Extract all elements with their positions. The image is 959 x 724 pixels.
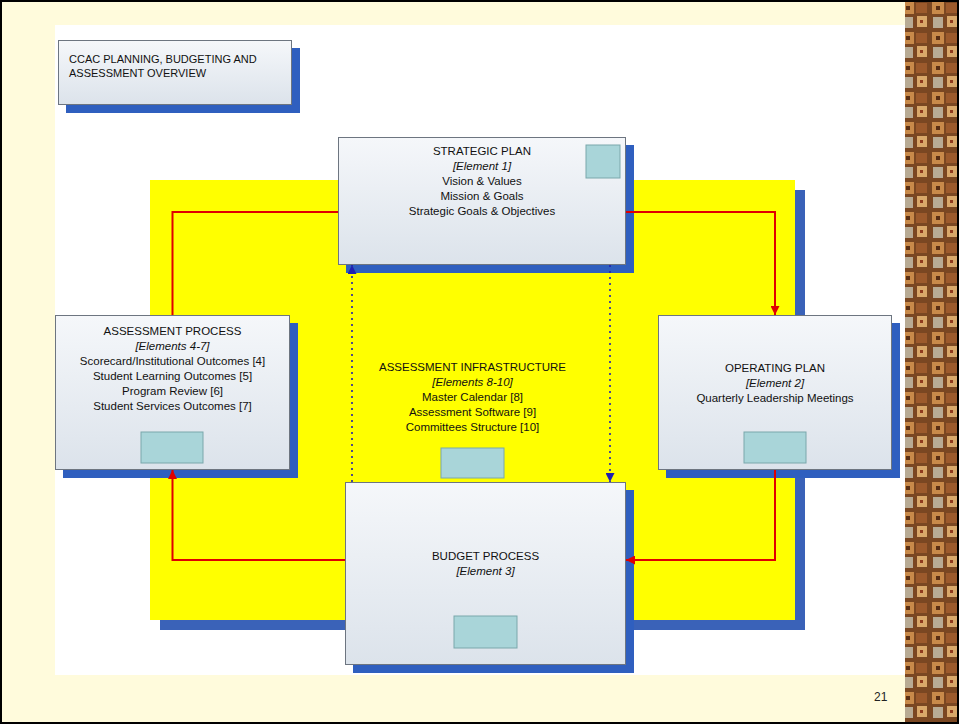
box-heading: BUDGET PROCESS: [432, 549, 539, 564]
placeholder-tile: [441, 448, 504, 478]
dotted-connector: [609, 265, 611, 482]
box-item: Student Services Outcomes [7]: [93, 399, 252, 414]
process-box: ASSESSMENT PROCESS[Elements 4-7]Scorecar…: [55, 315, 290, 470]
box-item: Master Calendar [8]: [422, 390, 523, 405]
box-item: Mission & Goals: [440, 189, 523, 204]
flow-arrow: [626, 470, 775, 560]
flow-arrow: [626, 212, 775, 315]
box-heading: ASSESSMENT PROCESS: [104, 324, 242, 339]
white-panel: [55, 25, 905, 675]
element-reference: [Element 2]: [746, 376, 804, 391]
flow-arrow: [173, 212, 339, 315]
box-item: Quarterly Leadership Meetings: [696, 391, 853, 406]
element-reference: [Elements 4-7]: [135, 339, 209, 354]
decorative-strip: [905, 0, 959, 724]
box-item: Committees Structure [10]: [406, 420, 540, 435]
placeholder-tile: [141, 432, 203, 463]
element-reference: [Elements 8-10]: [432, 375, 513, 390]
box-item: Scorecard/Institutional Outcomes [4]: [80, 354, 265, 369]
box-item: Strategic Goals & Objectives: [409, 204, 555, 219]
placeholder-tile: [586, 145, 620, 178]
plan-box: STRATEGIC PLAN[Element 1]Vision & Values…: [338, 137, 626, 265]
plan-box: OPERATING PLAN[Element 2]Quarterly Leade…: [658, 315, 892, 470]
page-number: 21: [874, 690, 887, 704]
element-reference: [Element 3]: [456, 564, 514, 579]
dotted-connector: [351, 265, 353, 482]
element-reference: [Element 1]: [453, 159, 511, 174]
diagram-title: CCAC PLANNING, BUDGETING AND ASSESSMENT …: [69, 52, 259, 80]
title-box: CCAC PLANNING, BUDGETING AND ASSESSMENT …: [58, 40, 292, 105]
box-item: Vision & Values: [442, 174, 521, 189]
process-box: BUDGET PROCESS[Element 3]: [345, 482, 626, 665]
box-item: Student Learning Outcomes [5]: [93, 369, 252, 384]
placeholder-tile: [744, 432, 806, 463]
box-item: Program Review [6]: [122, 384, 223, 399]
box-heading: ASSESSMENT INFRASTRUCTURE: [379, 360, 566, 375]
box-heading: STRATEGIC PLAN: [433, 144, 531, 159]
flow-arrow: [173, 470, 346, 560]
box-item: Assessment Software [9]: [409, 405, 536, 420]
box-heading: OPERATING PLAN: [725, 361, 825, 376]
placeholder-tile: [454, 616, 517, 648]
